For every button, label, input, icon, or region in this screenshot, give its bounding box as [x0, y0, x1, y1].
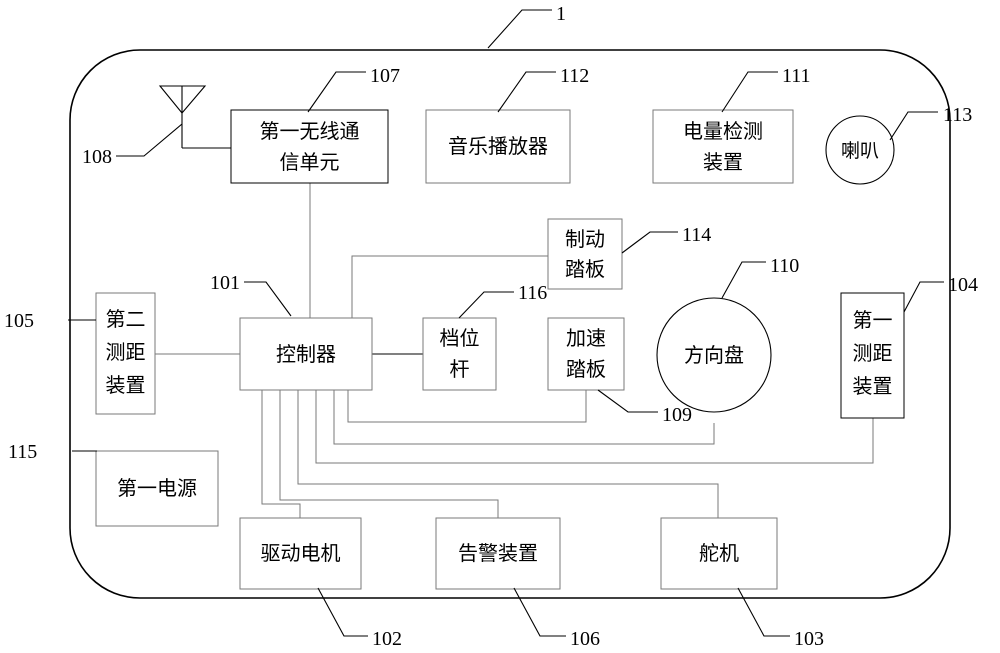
steering-gear-label: 舵机 [699, 541, 739, 565]
ref-106: 106 [570, 628, 600, 650]
ref-113: 113 [943, 104, 972, 126]
leader-108 [116, 124, 182, 156]
leader-113 [890, 112, 938, 140]
leader-116 [459, 292, 514, 318]
gear-lever-block: 档位 杆 [423, 318, 496, 390]
leader-107 [308, 72, 366, 112]
leader-101 [244, 282, 291, 316]
leader-102 [318, 588, 368, 636]
second-ranging-label-line1: 第二 [106, 307, 146, 331]
ref-105: 105 [4, 310, 34, 332]
wireless-unit-label-line1: 第一无线通 [260, 119, 360, 143]
first-power-supply-block: 第一电源 [96, 451, 218, 526]
second-ranging-label-line3: 装置 [106, 373, 146, 397]
first-ranging-label-line2: 测距 [853, 341, 893, 365]
horn-label: 喇叭 [841, 140, 879, 162]
alarm-device-label: 告警装置 [458, 541, 538, 565]
leader-106 [514, 588, 566, 636]
ref-111: 111 [782, 65, 811, 87]
ref-102: 102 [372, 628, 402, 650]
ref-101: 101 [210, 272, 240, 294]
gear-lever-label-line1: 档位 [440, 326, 480, 350]
wire-controller-steering-gear [298, 390, 718, 518]
steering-gear-block: 舵机 [661, 518, 777, 589]
leader-111 [722, 72, 778, 112]
leader-109 [598, 390, 658, 412]
ref-107: 107 [370, 65, 400, 87]
second-ranging-label-line2: 测距 [106, 340, 146, 364]
battery-detection-label-line2: 装置 [703, 150, 743, 174]
ref-114: 114 [682, 224, 711, 246]
wire-controller-alarm [280, 390, 498, 518]
ref-116: 116 [518, 282, 547, 304]
first-ranging-label-line3: 装置 [853, 374, 893, 398]
music-player-label: 音乐播放器 [448, 134, 548, 158]
ref-104: 104 [948, 274, 978, 296]
alarm-device-block: 告警装置 [436, 518, 560, 589]
steering-wheel-label: 方向盘 [684, 343, 744, 367]
leader-104 [904, 282, 944, 312]
leader-1 [488, 10, 552, 48]
first-ranging-label-line1: 第一 [853, 308, 893, 332]
wireless-unit-label-line2: 信单元 [280, 150, 340, 174]
ref-110: 110 [770, 255, 799, 277]
ref-109: 109 [662, 404, 692, 426]
brake-pedal-label-line2: 踏板 [565, 257, 605, 281]
battery-detection-block: 电量检测 装置 [653, 110, 793, 183]
drive-motor-label: 驱动电机 [261, 541, 341, 565]
first-ranging-device-block: 第一 测距 装置 [841, 293, 904, 418]
ref-108: 108 [82, 146, 112, 168]
wireless-unit-block: 第一无线通 信单元 [231, 110, 388, 183]
horn-block: 喇叭 [826, 116, 894, 184]
leader-110 [722, 262, 766, 298]
second-ranging-device-block: 第二 测距 装置 [96, 293, 155, 414]
steering-wheel-block: 方向盘 [657, 298, 771, 412]
ref-1: 1 [556, 3, 566, 25]
first-power-supply-label: 第一电源 [117, 476, 197, 500]
wire-controller-first-ranging [316, 390, 873, 463]
drive-motor-block: 驱动电机 [240, 518, 361, 589]
leader-112 [498, 72, 556, 112]
leader-103 [738, 588, 790, 636]
brake-pedal-block: 制动 踏板 [548, 219, 622, 289]
accelerator-pedal-label-line2: 踏板 [566, 357, 606, 381]
battery-detection-label-line1: 电量检测 [683, 119, 763, 143]
wire-controller-steering-wheel [334, 390, 714, 444]
gear-lever-label-line2: 杆 [450, 357, 470, 381]
accelerator-pedal-label-line1: 加速 [566, 326, 606, 350]
wire-controller-accel-pedal [348, 390, 586, 422]
music-player-block: 音乐播放器 [426, 110, 570, 183]
ref-112: 112 [560, 65, 589, 87]
leader-114 [622, 232, 678, 253]
accelerator-pedal-block: 加速 踏板 [548, 318, 624, 390]
brake-pedal-label-line1: 制动 [565, 227, 605, 251]
antenna-icon [160, 86, 231, 148]
ref-103: 103 [794, 628, 824, 650]
ref-115: 115 [8, 441, 37, 463]
controller-block: 控制器 [240, 318, 372, 390]
wire-controller-drive-motor [262, 390, 300, 518]
controller-label: 控制器 [276, 342, 336, 366]
